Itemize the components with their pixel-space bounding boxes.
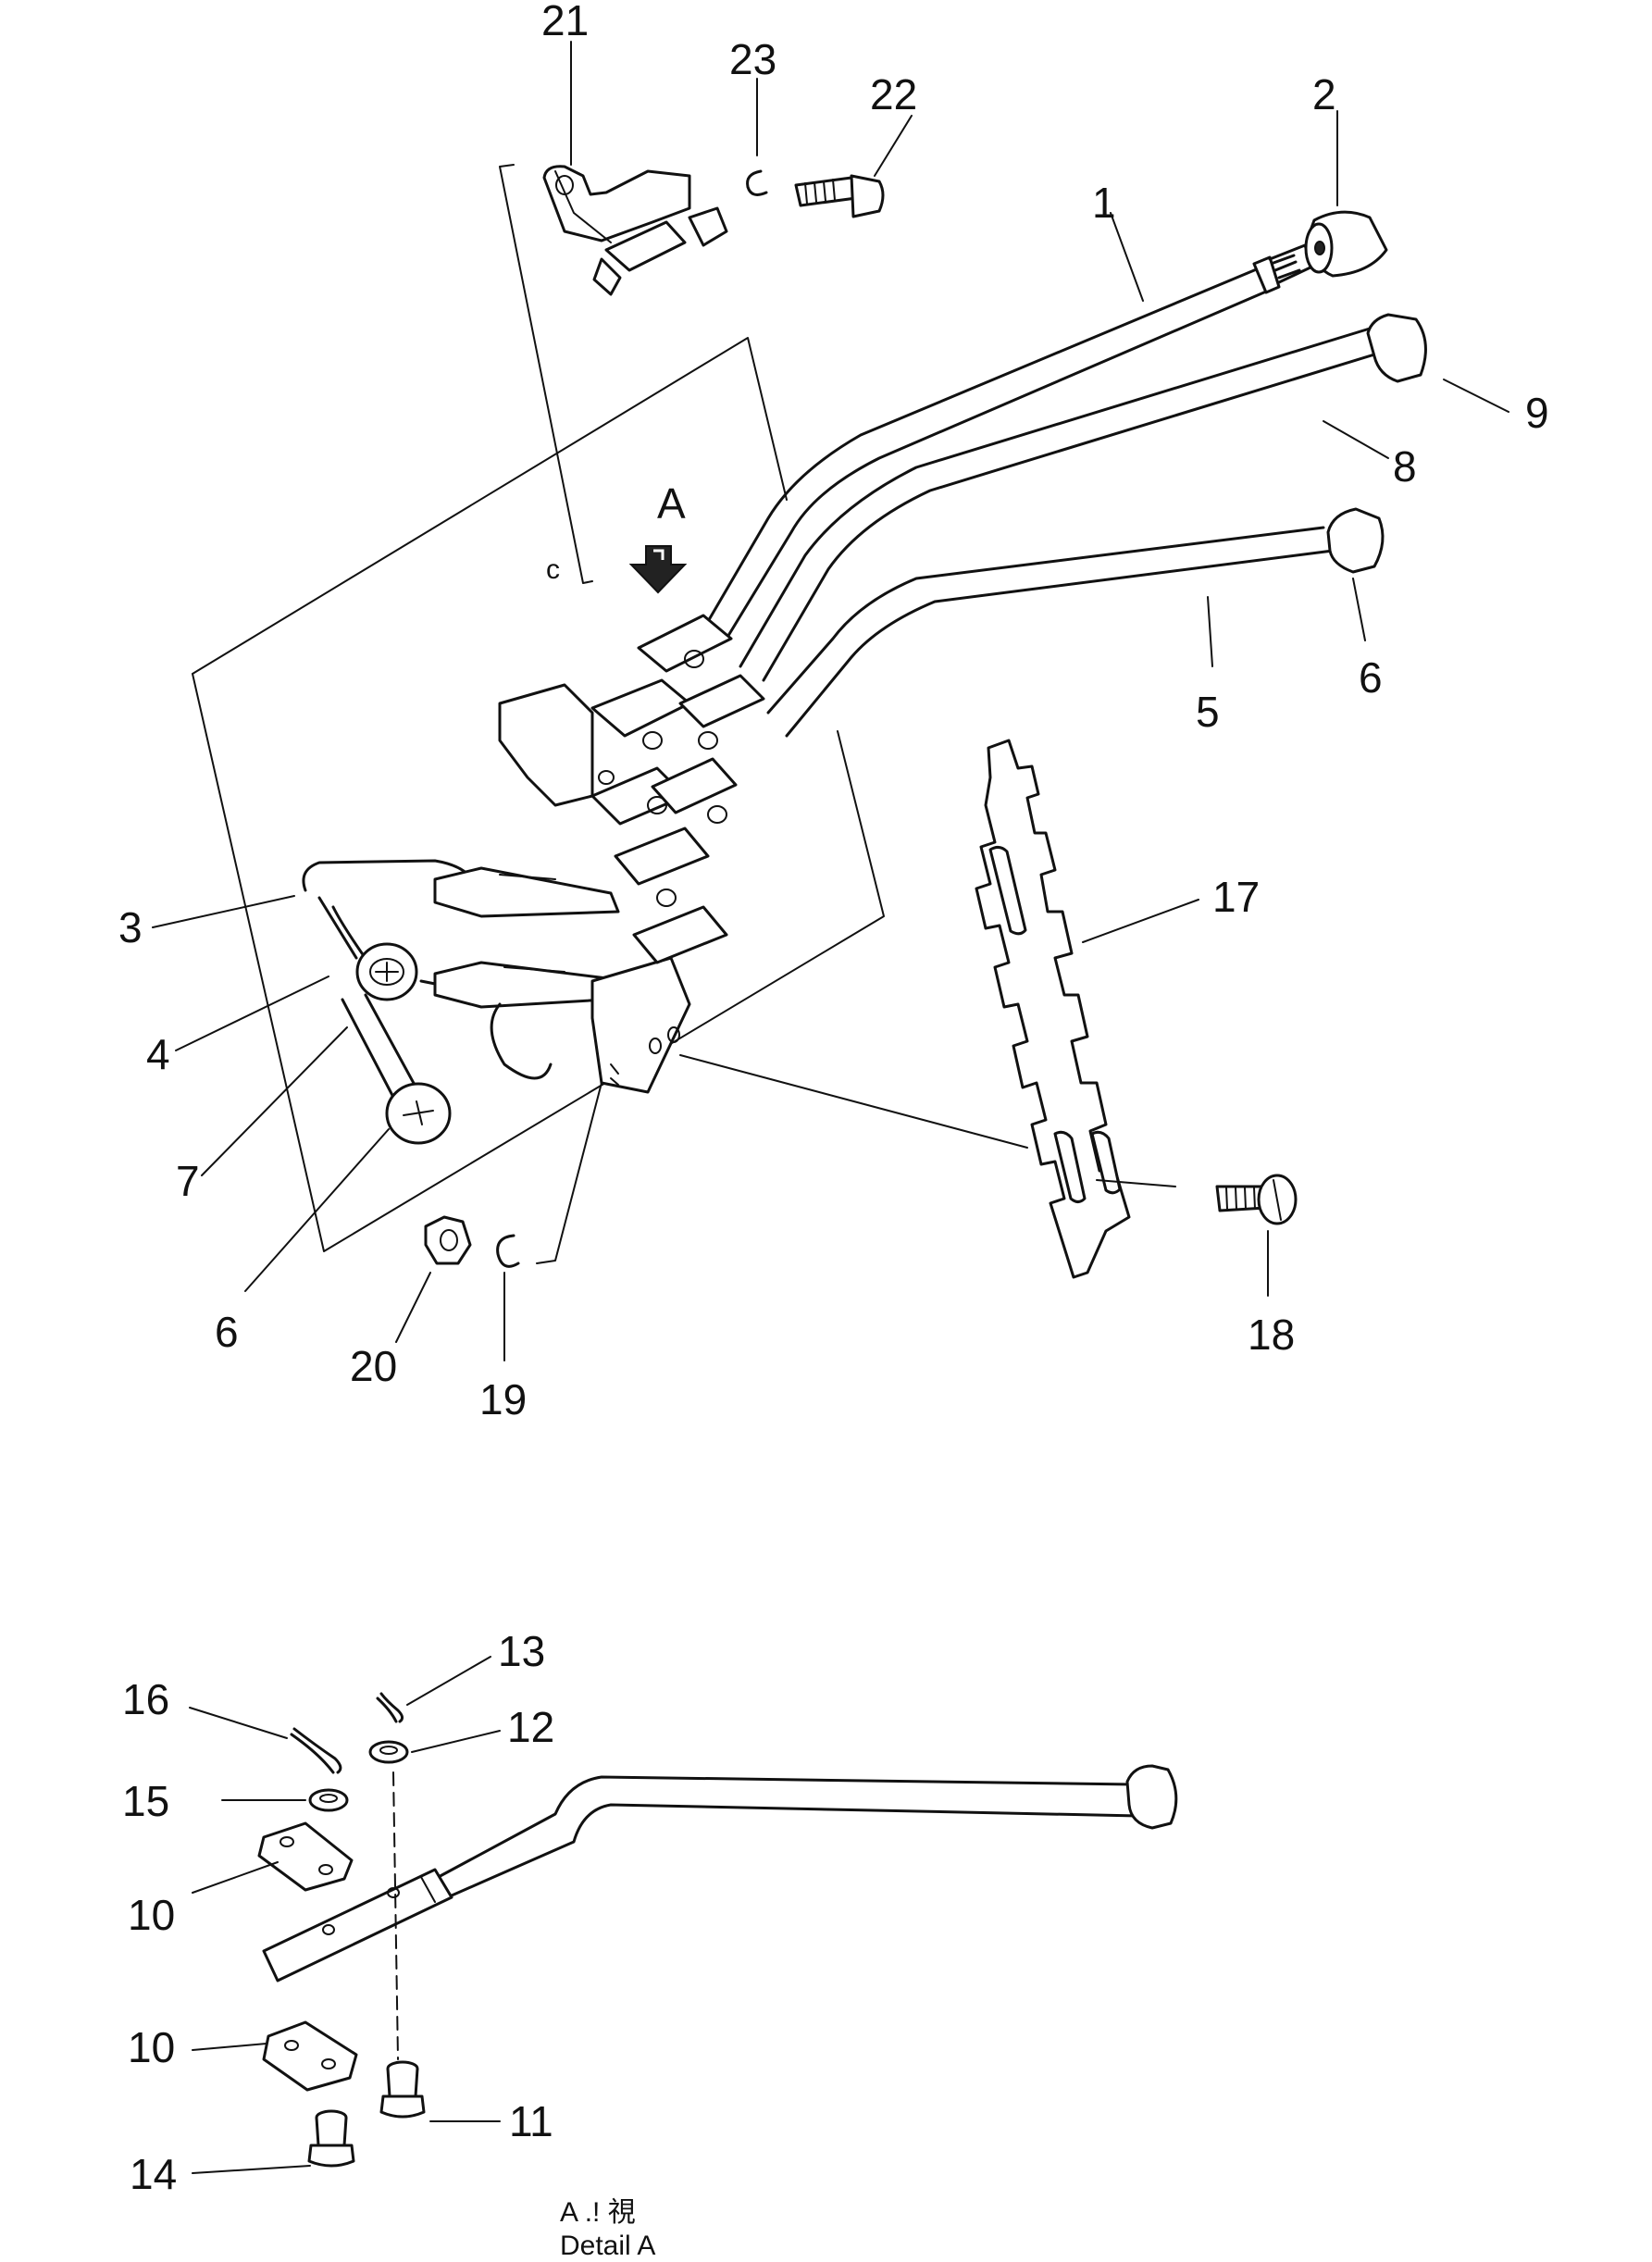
pin-centerline [392,1771,399,2060]
panel-clip-glyph: c [546,554,560,585]
pin-11 [379,2060,426,2119]
callout-5: 5 [1196,688,1220,736]
callouts-detail: 13 12 16 15 10 10 11 14 [122,1627,554,2198]
knob-2 [1304,210,1388,278]
callout-15: 15 [122,1777,169,1825]
callout-11: 11 [509,2097,553,2145]
bracket-line-top [499,164,593,584]
callout-12: 12 [507,1703,554,1751]
callout-14: 14 [130,2150,177,2198]
callout-16: 16 [122,1675,169,1723]
bracket-21-group [542,165,728,296]
c-ring-19 [496,1234,520,1268]
view-marker-letter: A [657,479,686,528]
callout-21: 21 [541,0,589,44]
callout-3: 3 [118,903,143,951]
callout-4: 4 [146,1030,170,1078]
bolt-22 [794,174,885,218]
linkage-arms [433,866,639,1080]
pin-14 [307,2109,355,2168]
callouts-top: 21 23 22 2 1 9 8 5 6 3 4 7 6 17 18 20 19 [118,0,1549,1423]
c-ring-23 [746,169,768,196]
plate-10-upper [257,1821,354,1892]
callout-1: 1 [1092,179,1116,227]
main-lever-assembly: A c [192,164,1427,1252]
lever-1 [702,243,1314,640]
clamp-stack [498,614,765,964]
callout-22: 22 [870,70,917,118]
lever-5 [766,507,1385,738]
leader-lines-top [152,41,1509,1361]
detail-caption: A .! 視 Detail A [560,2197,655,2261]
callout-6-top: 6 [1359,653,1383,702]
callout-13: 13 [498,1627,545,1675]
washer-12 [368,1740,409,1764]
nut-20 [424,1215,472,1265]
view-arrow-a: A [628,479,688,594]
bolt-18 [1215,1174,1298,1225]
knob-6-lower [385,1082,452,1145]
cotter-pin-16 [290,1727,342,1774]
callout-19: 19 [479,1375,527,1423]
callout-6-lower: 6 [215,1308,239,1356]
callout-20: 20 [350,1342,397,1390]
plate-10-lower [262,2020,358,2092]
leader-lines-detail [189,1656,501,2174]
cotter-pin-13 [376,1692,404,1723]
mounting-panel [192,337,885,1252]
callout-10-lower: 10 [128,2023,175,2071]
callout-17: 17 [1212,873,1260,921]
ring-bracket-line [536,1082,602,1264]
callout-23: 23 [729,35,776,83]
plate-17 [975,739,1131,1279]
lever-8 [739,313,1427,682]
caption-line-2: Detail A [560,2231,655,2261]
ring-bracket-line-2 [610,1077,619,1086]
washer-15 [308,1788,349,1812]
callout-7: 7 [176,1157,200,1205]
callout-10-upper: 10 [128,1891,175,1939]
callout-2: 2 [1312,70,1336,118]
detail-lever [262,1764,1178,1982]
caption-line-1: A .! 視 [560,2197,636,2228]
knob-4 [355,942,418,1001]
base-bracket [590,956,691,1094]
callout-9: 9 [1525,389,1549,437]
detail-a-assembly [257,1692,1178,2168]
callout-8: 8 [1393,442,1417,491]
callout-18: 18 [1248,1311,1295,1359]
